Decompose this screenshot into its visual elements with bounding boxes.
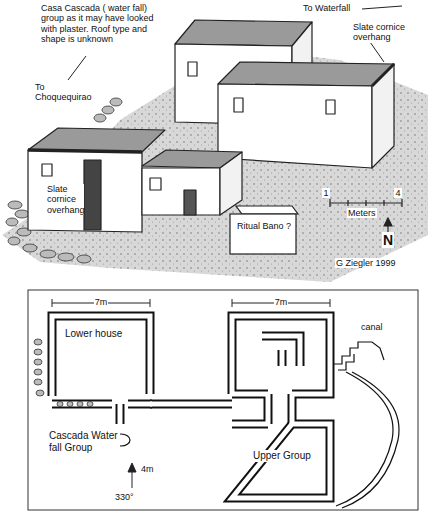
ritual-bath: [230, 206, 298, 254]
dimension: 4m: [140, 464, 155, 474]
group-label: Cascada Water fall Group: [48, 430, 120, 453]
bath-label: Ritual Bano ?: [236, 221, 294, 231]
direction-label: To Choquequirao: [34, 82, 100, 103]
lower-building: [28, 128, 242, 232]
author-credit: G Ziegler 1999: [335, 258, 397, 268]
dimension-lines: [52, 299, 330, 488]
cornice-label: Slate cornice overhang: [352, 22, 420, 43]
scale-bar: [330, 199, 402, 248]
bearing: 330°: [114, 492, 135, 502]
room-label: Lower house: [64, 328, 123, 340]
dimension: 7m: [94, 297, 109, 307]
floor-plan: [34, 316, 399, 508]
north-mark: N: [382, 232, 394, 248]
cornice-label: Slate cornice overhang: [46, 184, 84, 215]
group-label: Upper Group: [252, 450, 312, 462]
direction-label: To Waterfall: [302, 3, 351, 13]
scale-unit: Meters: [347, 208, 377, 218]
plan-frame: [28, 290, 418, 510]
dimension: 7m: [274, 297, 289, 307]
scale-number: 4: [394, 188, 401, 198]
title-note: Casa Cascada ( water fall) group as it m…: [40, 3, 170, 44]
scale-number: 1: [322, 188, 329, 198]
canal-label: canal: [360, 322, 384, 332]
